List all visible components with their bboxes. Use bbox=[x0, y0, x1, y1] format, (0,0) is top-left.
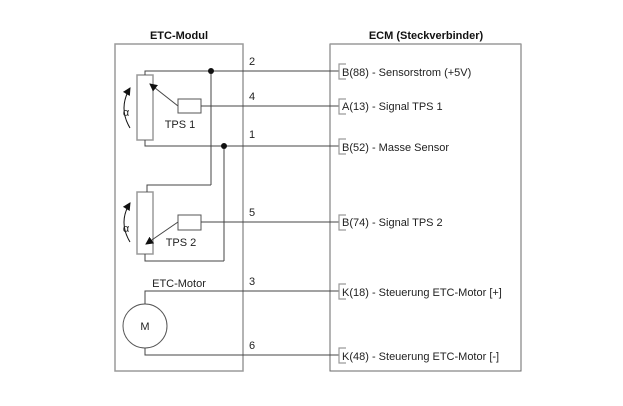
tps1-rotation-arrow-icon bbox=[122, 87, 131, 129]
etc-module-title: ETC-Modul bbox=[150, 30, 208, 42]
ecm-terminal-5: K(18) - Steuerung ETC-Motor [+] bbox=[338, 283, 502, 300]
ecm-terminal-3: B(52) - Masse Sensor bbox=[338, 138, 449, 155]
pin-number-1: 1 bbox=[249, 129, 255, 141]
junction-dot-supply bbox=[208, 68, 214, 74]
tps2-label: TPS 2 bbox=[166, 237, 197, 249]
tps2-sensor-box bbox=[177, 214, 202, 231]
tps2-potentiometer: α TPS 2 bbox=[122, 184, 339, 262]
terminal-label: B(52) - Masse Sensor bbox=[342, 142, 449, 154]
tps2-resistor bbox=[136, 191, 154, 255]
connector-bracket-icon bbox=[338, 98, 346, 115]
pin-number-5: 5 bbox=[249, 207, 255, 219]
terminal-label: B(88) - Sensorstrom (+5V) bbox=[342, 67, 471, 79]
connector-bracket-icon bbox=[338, 347, 346, 364]
ecm-terminal-4: B(74) - Signal TPS 2 bbox=[338, 214, 443, 231]
terminal-label: A(13) - Signal TPS 1 bbox=[342, 101, 443, 113]
motor-symbol: M bbox=[140, 321, 149, 333]
tps1-potentiometer: α TPS 1 bbox=[122, 70, 339, 147]
ecm-terminal-6: K(48) - Steuerung ETC-Motor [-] bbox=[338, 347, 499, 364]
motor-title: ETC-Motor bbox=[152, 278, 206, 290]
connector-bracket-icon bbox=[338, 214, 346, 231]
pin-number-4: 4 bbox=[249, 91, 255, 103]
tps2-bottom-lead bbox=[144, 254, 224, 262]
tps1-label: TPS 1 bbox=[165, 119, 196, 131]
tps2-top-lead bbox=[146, 184, 211, 192]
tps2-wiper-arrow bbox=[145, 221, 179, 245]
etc-module-frame bbox=[114, 43, 244, 372]
ecm-frame bbox=[329, 43, 522, 372]
terminal-label: K(48) - Steuerung ETC-Motor [-] bbox=[342, 351, 499, 363]
connector-bracket-icon bbox=[338, 283, 346, 300]
terminal-label: B(74) - Signal TPS 2 bbox=[342, 217, 443, 229]
pin-number-2: 2 bbox=[249, 56, 255, 68]
tps1-wiper-arrow bbox=[149, 83, 179, 107]
ecm-terminal-2: A(13) - Signal TPS 1 bbox=[338, 98, 443, 115]
tps1-angle-symbol: α bbox=[123, 107, 130, 119]
wire-3-line bbox=[144, 290, 339, 304]
junction-dot-ground bbox=[221, 143, 227, 149]
ecm-title: ECM (Steckverbinder) bbox=[369, 30, 484, 42]
ecm-terminal-1: B(88) - Sensorstrom (+5V) bbox=[338, 63, 471, 80]
wire-1-line bbox=[144, 140, 339, 147]
connector-bracket-icon bbox=[338, 63, 346, 80]
tps2-rotation-arrow-icon bbox=[122, 202, 131, 243]
terminal-label: K(18) - Steuerung ETC-Motor [+] bbox=[342, 287, 502, 299]
connector-bracket-icon bbox=[338, 138, 346, 155]
tps1-sensor-box bbox=[177, 98, 202, 114]
etc-motor: ETC-Motor M bbox=[122, 278, 339, 356]
wire-2-line bbox=[144, 70, 339, 75]
tps2-angle-symbol: α bbox=[123, 223, 130, 235]
wire-6-line bbox=[144, 348, 339, 356]
pin-number-3: 3 bbox=[249, 276, 255, 288]
pin-number-6: 6 bbox=[249, 340, 255, 352]
